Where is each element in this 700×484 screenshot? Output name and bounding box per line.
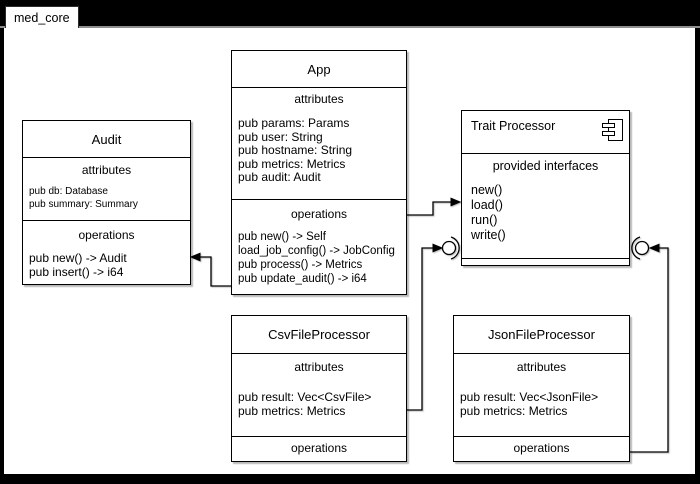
operation-line: pub update_audit() -> i64 [238,273,367,285]
class-title: Audit [23,121,190,158]
operations-header: operations [513,441,570,455]
operation-line: pub insert() -> i64 [29,265,124,279]
interface-line: load() [471,198,503,212]
attribute-line: pub params: Params [238,116,350,130]
interface-line: run() [471,213,498,227]
class-title: CsvFileProcessor [232,316,406,354]
diagram-tab-label: med_core [14,10,70,25]
component-box-trait-processor[interactable]: Trait Processor provided interfaces new(… [461,110,630,266]
arrowhead-into-audit [189,252,201,262]
diagram-tab[interactable]: med_core [5,6,79,28]
interface-line: write() [471,228,506,242]
attributes-header: attributes [294,360,344,374]
attribute-line: pub db: Database [29,186,108,197]
connector-json-to-interface[interactable] [630,247,669,453]
operation-line: pub new() -> Self [238,231,326,243]
interface-line: new() [471,183,503,197]
socket-arc-right [631,236,641,260]
arrowhead-into-right-lollipop [648,243,660,253]
window-topbar [0,0,700,28]
arrowhead-into-trait [450,197,462,207]
interface-ball-right[interactable] [634,240,650,256]
class-title: App [232,51,406,88]
class-box-csvfileprocessor[interactable]: CsvFileProcessor attributes pub result: … [231,315,407,462]
connector-app-to-audit[interactable] [199,256,231,287]
attribute-line: pub user: String [238,129,323,144]
connector-csv-to-interface[interactable] [407,247,434,411]
socket-arc-left [450,236,460,260]
attribute-line: pub hostname: String [238,143,353,157]
attributes-header: attributes [516,360,567,374]
operations-header: operations [290,441,348,455]
frame-border-left [0,0,4,484]
attribute-line: pub result: Vec<JsonFile> [460,390,599,404]
component-title: Trait Processor [462,111,629,154]
component-icon-tab [602,131,615,136]
attribute-line: pub metrics: Metrics [238,156,346,171]
attributes-header: attributes [81,163,132,177]
operation-line: pub process() -> Metrics [238,259,363,271]
attribute-line: pub metrics: Metrics [460,404,568,418]
operations-header: operations [78,228,135,242]
operations-header: operations [290,207,348,221]
attribute-line: pub summary: Summary [29,199,138,210]
component-footer-strip [462,259,629,264]
frame-border-bottom [0,474,700,484]
operation-line: load_job_config() -> JobConfig [238,245,395,257]
attribute-line: pub metrics: Metrics [238,404,346,418]
attribute-line: pub result: Vec<CsvFile> [238,390,372,404]
provided-interfaces-header: provided interfaces [492,159,599,173]
class-box-app[interactable]: App attributes pub params: Params pub us… [231,50,407,295]
class-box-jsonfileprocessor[interactable]: JsonFileProcessor attributes pub result:… [453,315,630,462]
class-title: JsonFileProcessor [454,316,629,354]
component-icon-tab [602,123,615,128]
class-box-audit[interactable]: Audit attributes pub db: Database pub su… [22,120,191,285]
connector-app-to-trait[interactable] [407,201,452,216]
frame-border-right [695,0,700,484]
operation-line: pub new() -> Audit [29,251,127,265]
attribute-line: pub audit: Audit [238,170,321,184]
arrowhead-into-left-lollipop [432,243,444,253]
attributes-header: attributes [294,92,344,106]
interface-ball-left[interactable] [441,240,457,256]
